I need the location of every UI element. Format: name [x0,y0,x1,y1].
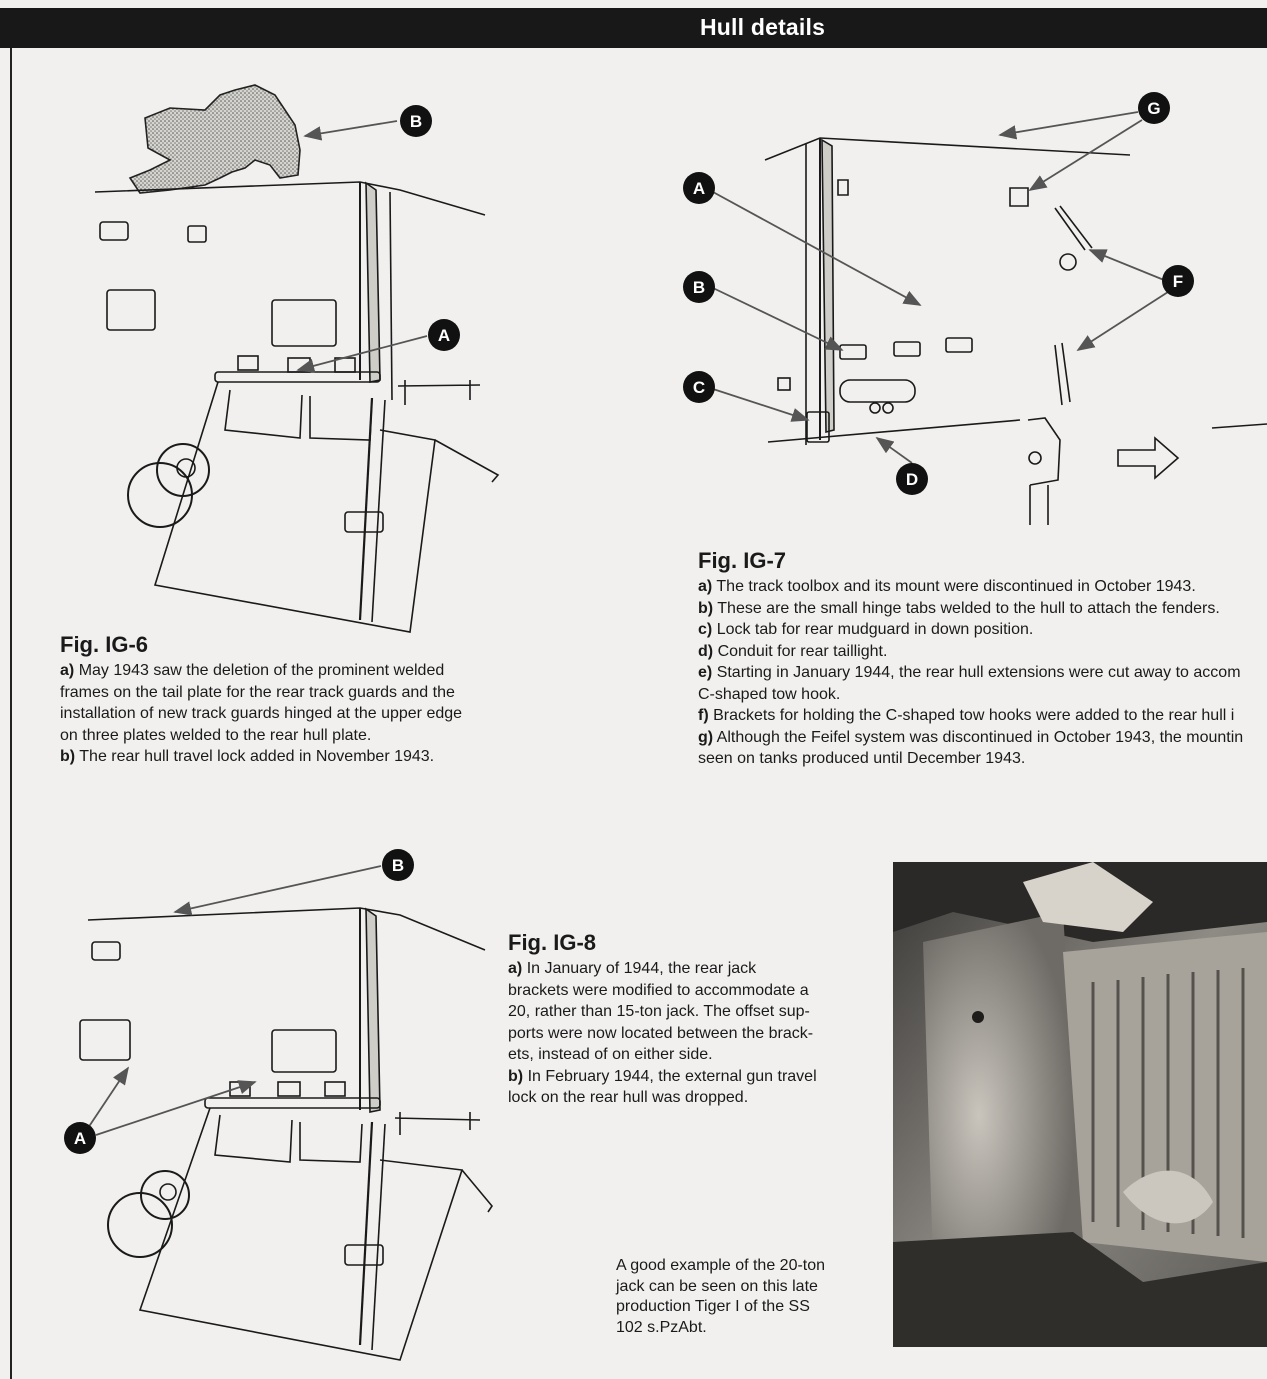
fig8-item-a-line5: ets, instead of on either side. [508,1046,713,1063]
fig8-item-b: b) In February 1944, the external gun tr… [508,1067,817,1085]
fig7-item-b: b) These are the small hinge tabs welded… [698,599,1220,617]
fig7-caption: Fig. IG-7 a) The track toolbox and its m… [698,548,1267,770]
section-header-bar: Hull details [0,8,1267,48]
callout-label-fig6-a: A [438,326,450,345]
fig7-item-d: d) Conduit for rear taillight. [698,642,888,660]
callout-label-fig7-f: F [1173,272,1183,291]
fig7-item-a: a) The track toolbox and its mount were … [698,578,1196,595]
photo-caption-line4: 102 s.PzAbt. [616,1318,707,1336]
callout-circle-fig8-a [64,1122,96,1154]
fig8-item-b-line2: lock on the rear hull was dropped. [508,1089,749,1106]
fig8-item-a: a) In January of 1944, the rear jack [508,960,757,977]
callout-circle-fig7-f [1162,265,1194,297]
callout-circle-fig6-a [428,319,460,351]
page-frame-line [10,48,12,1379]
callout-label-fig7-b: B [693,278,705,297]
fig7-item-f: f) Brackets for holding the C-shaped tow… [698,707,1235,724]
callout-label-fig7-c: C [693,378,705,397]
fig6-drawing [94,84,500,633]
callout-circle-fig7-a [683,172,715,204]
callout-label-fig7-d: D [906,470,918,489]
fig6-item-a-line3: installation of new track guards hinged … [60,705,463,722]
callout-label-fig8-a: A [74,1129,86,1148]
fig8-drawing [79,865,493,1361]
fig6-title: Fig. IG-6 [60,632,148,657]
tank-rear-photo [893,862,1267,1347]
photo-caption-line2: jack can be seen on this late [616,1277,818,1295]
callout-circle-fig7-d [896,463,928,495]
fig7-drawing [712,111,1267,525]
photo-caption-line3: production Tiger I of the SS [616,1298,810,1315]
fig6-item-a-line2: frames on the tail plate for the rear tr… [60,683,455,701]
callout-label-fig6-b: B [410,112,422,131]
fig7-item-e-line2: C-shaped tow hook. [698,685,841,703]
callout-circle-fig8-b [382,849,414,881]
callout-circle-fig7-c [683,371,715,403]
photo-caption-line1: A good example of the 20-ton [616,1257,826,1274]
callout-label-fig8-b: B [392,856,404,875]
fig8-item-a-line3: 20, rather than 15-ton jack. The offset … [508,1003,810,1020]
fig8-caption: Fig. IG-8 a) In January of 1944, the rea… [508,930,848,1109]
fig7-title: Fig. IG-7 [698,548,786,573]
fig7-item-c: c) Lock tab for rear mudguard in down po… [698,621,1034,638]
fig8-item-a-line4: ports were now located between the brack… [508,1024,814,1042]
section-title: Hull details [700,14,826,40]
fig6-caption: Fig. IG-6 a) May 1943 saw the deletion o… [60,632,520,768]
fig7-item-g: g) Although the Feifel system was discon… [698,728,1244,746]
fig6-item-a-line4: on three plates welded to the rear hull … [60,726,372,744]
fig8-item-a-line2: brackets were modified to accommodate a [508,981,809,999]
fig8-title: Fig. IG-8 [508,930,596,955]
photo-caption: A good example of the 20-ton jack can be… [616,1256,876,1338]
fig7-item-g-line2: seen on tanks produced until December 19… [698,750,1026,767]
callout-circle-fig6-b [400,105,432,137]
callout-circle-fig7-g [1138,92,1170,124]
callout-label-fig7-g: G [1147,99,1160,118]
fig6-item-b: b) The rear hull travel lock added in No… [60,748,435,765]
fig6-item-a: a) May 1943 saw the deletion of the prom… [60,662,445,679]
fig7-item-e: e) Starting in January 1944, the rear hu… [698,664,1241,681]
tank-rear-photo-shapes [893,862,1267,1347]
callout-label-fig7-a: A [693,179,705,198]
callout-circle-fig7-b [683,271,715,303]
